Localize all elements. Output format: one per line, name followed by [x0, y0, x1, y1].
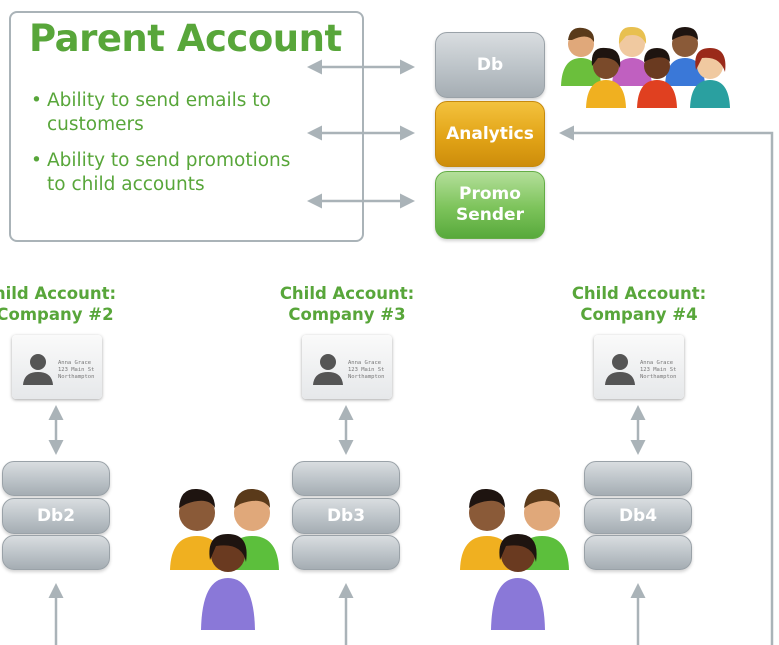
db4-bottom-disk	[584, 535, 692, 570]
feedback-arrow-analytics	[559, 125, 774, 645]
db3-bottom-disk	[292, 535, 400, 570]
person-silhouette-icon	[313, 354, 343, 385]
promo-sender-block: Promo Sender	[435, 171, 545, 239]
people-group-icon	[170, 488, 279, 630]
db3-top-disk	[292, 461, 400, 496]
analytics-block: Analytics	[435, 101, 545, 167]
person-silhouette-icon	[605, 354, 635, 385]
customers-group-icon	[561, 26, 730, 108]
child-title-company-3: Child Account: Company #3	[279, 284, 415, 324]
people-group-icon	[460, 488, 569, 630]
child-title-company-2: hild Account: Company #2	[0, 284, 117, 324]
parent-account-title: Parent Account	[29, 17, 342, 60]
bullet-item: • Ability to send emails to customers	[31, 90, 271, 135]
parent-account-box: Parent Account • Ability to send emails …	[9, 11, 364, 242]
db2-bottom-disk	[2, 535, 110, 570]
db4-top-disk	[584, 461, 692, 496]
db2-block: Db2	[2, 498, 110, 534]
db4-block: Db4	[584, 498, 692, 534]
person-silhouette-icon	[23, 354, 53, 385]
child-title-company-4: Child Account: Company #4	[571, 284, 707, 324]
db3-block: Db3	[292, 498, 400, 534]
bullet-item: • Ability to send promotions to child ac…	[31, 150, 291, 195]
db-block: Db	[435, 32, 545, 98]
db2-top-disk	[2, 461, 110, 496]
